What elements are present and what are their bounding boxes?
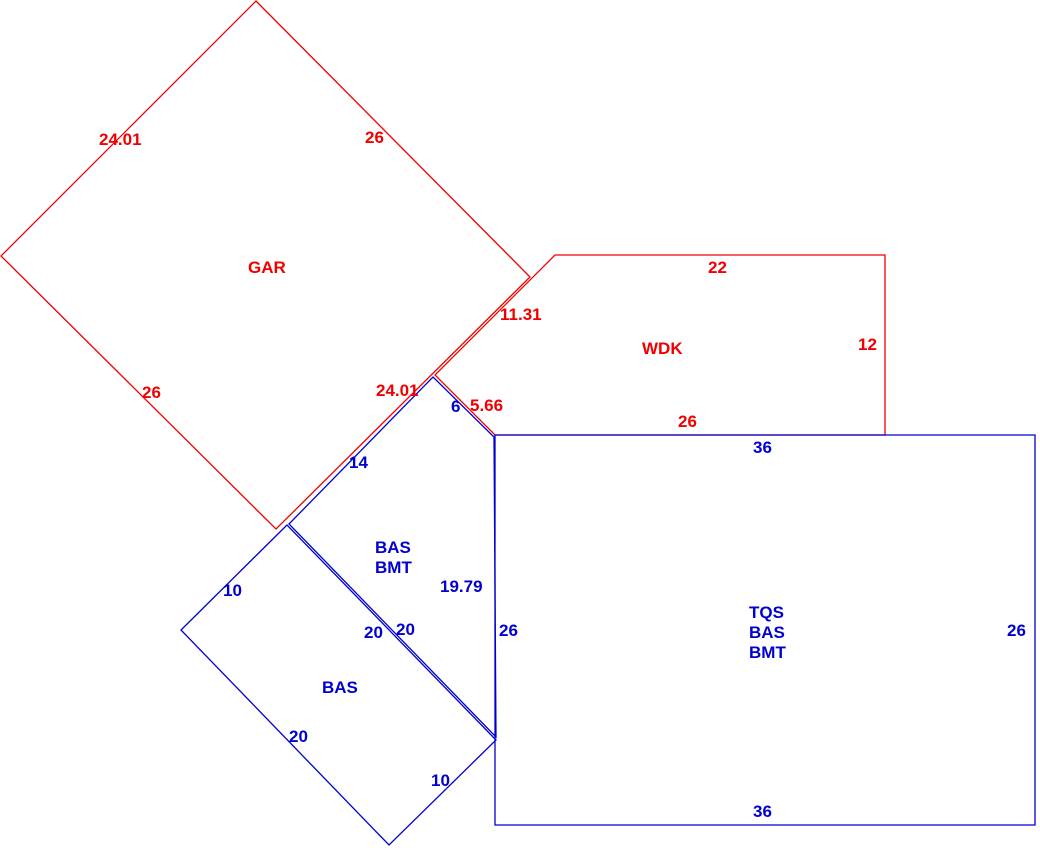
wdk-dim-bottom: 26 [678,412,697,431]
bas-dim-sw: 20 [289,727,308,746]
tqs-dim-top: 36 [753,438,772,457]
bas-outline[interactable] [180,524,497,846]
gar-dim-se: 24.01 [376,381,419,400]
bas-bmt-dim-ne: 6 [451,397,460,416]
tqs-dim-right: 26 [1007,621,1026,640]
gar-outline[interactable] [0,0,531,530]
wdk-label: WDK [642,339,683,358]
bas-bmt-dim-right: 19.79 [440,577,483,596]
wdk-dim-diag-long: 11.31 [500,305,542,324]
tqs-label-2: BAS [749,623,785,642]
tqs-dim-bottom: 36 [753,802,772,821]
gar-dim-sw: 26 [142,383,161,402]
tqs-label-3: BMT [749,643,786,662]
wdk-dim-right: 12 [858,335,877,354]
tqs-outline[interactable] [494,434,1036,826]
bas-bmt-outline[interactable] [288,376,497,739]
wdk-dim-diag-short: 5.66 [470,396,503,415]
bas-label: BAS [322,678,358,697]
gar-dim-nw: 24.01 [99,130,142,149]
tqs-dim-left: 26 [499,621,518,640]
gar-label: GAR [248,258,286,277]
bas-bmt-label-2: BMT [375,558,412,577]
bas-dim-nw: 10 [223,581,242,600]
wdk-dim-top: 22 [708,258,727,277]
bas-bmt-label-1: BAS [375,538,411,557]
bas-dim-se: 10 [431,771,450,790]
tqs-label-1: TQS [749,603,784,622]
bas-dim-ne: 20 [364,623,383,642]
bas-bmt-dim-nw: 14 [349,453,368,472]
gar-dim-ne: 26 [365,128,384,147]
bas-bmt-dim-diag: 20 [396,620,415,639]
